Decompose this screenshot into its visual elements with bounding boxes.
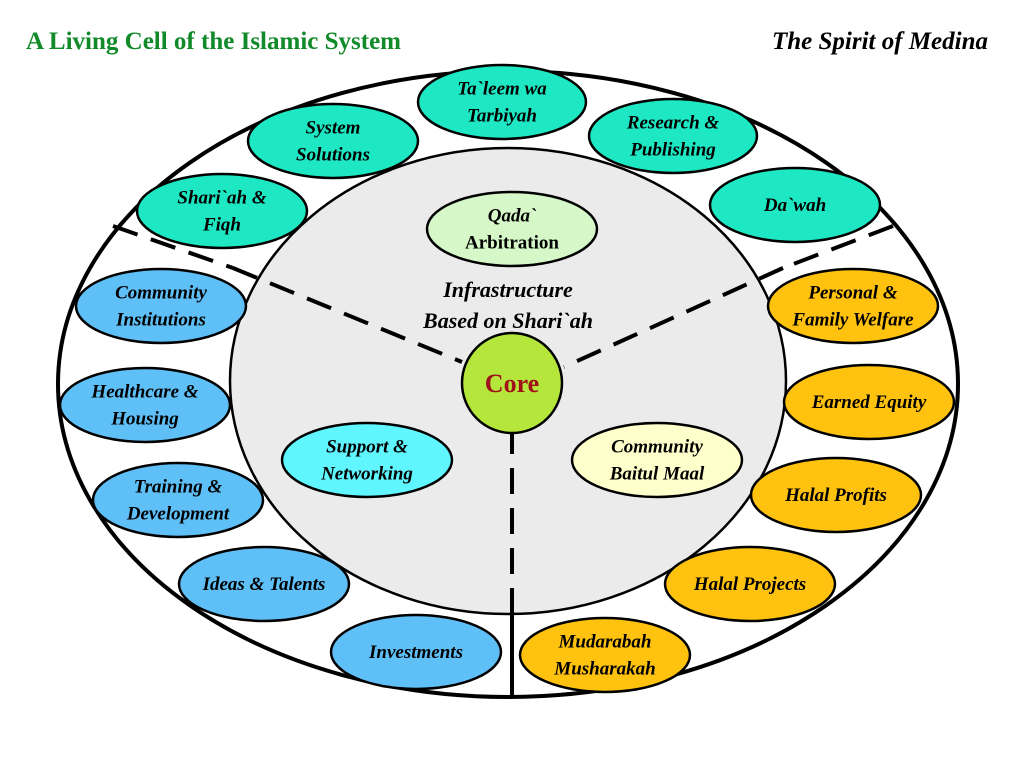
node-training-development: Training & Development [91, 461, 265, 539]
infrastructure-label-line: Infrastructure [442, 277, 573, 302]
infrastructure-label-line: Based on Shari`ah [422, 308, 593, 333]
node-shariah-fiqh-label: Fiqh [202, 215, 241, 236]
node-halal-projects-shape [663, 545, 837, 623]
node-investments-shape [329, 613, 503, 691]
node-taleem-label: Ta`leem wa [457, 79, 547, 100]
node-ideas-talents-label: Ideas & Talents [202, 574, 326, 595]
node-support-networking-shape [280, 421, 454, 499]
node-support-networking-label: Support & [326, 437, 408, 458]
node-community-institutions-label: Community [115, 283, 207, 304]
node-personal-family-welfare-label: Personal & [807, 283, 897, 304]
node-qada-arbitration-label: Arbitration [465, 233, 559, 254]
node-mudarabah-musharakah-label: Mudarabah [558, 632, 652, 653]
core-node-shape [460, 331, 564, 435]
page-subtitle: The Spirit of Medina [772, 28, 988, 55]
node-system-solutions-shape [246, 102, 420, 180]
node-qada-arbitration: Qada` Arbitration [425, 190, 599, 268]
node-investments-label: Investments [368, 642, 463, 663]
node-healthcare-housing-label: Housing [110, 409, 179, 430]
node-earned-equity-shape [782, 363, 956, 441]
node-qada-arbitration-label: Qada` [488, 206, 537, 227]
node-healthcare-housing: Healthcare & Housing [58, 366, 232, 444]
node-dawah-shape [708, 166, 882, 244]
node-personal-family-welfare: Personal & Family Welfare [766, 267, 940, 345]
divider-line-right-inner [563, 266, 784, 369]
node-qada-arbitration-shape [425, 190, 599, 268]
node-halal-profits-label: Halal Profits [784, 485, 887, 506]
node-taleem-shape [416, 63, 588, 141]
node-community-baitul-maal-label: Baitul Maal [609, 464, 705, 485]
node-dawah: Da`wah [708, 166, 882, 244]
node-training-development-label: Training & [134, 477, 223, 498]
node-taleem-label: Tarbiyah [467, 106, 537, 127]
node-mudarabah-musharakah-shape [518, 616, 692, 694]
node-healthcare-housing-label: Healthcare & [90, 382, 198, 403]
node-halal-profits: Halal Profits [749, 456, 923, 534]
node-community-baitul-maal-shape [570, 421, 744, 499]
node-ideas-talents: Ideas & Talents [177, 545, 351, 623]
node-research-publishing-label: Publishing [629, 140, 716, 161]
divider-line-right-outer [782, 224, 894, 270]
node-earned-equity: Earned Equity [782, 363, 956, 441]
node-research-publishing-label: Research & [626, 113, 720, 134]
node-mudarabah-musharakah-label: Musharakah [553, 659, 655, 680]
node-shariah-fiqh-label: Shari`ah & [177, 188, 266, 209]
node-community-institutions-label: Institutions [115, 310, 206, 331]
node-training-development-label: Development [126, 504, 230, 525]
node-dawah-label: Da`wah [763, 195, 826, 216]
node-support-networking: Support & Networking [280, 421, 454, 499]
divider-line-left-outer [112, 224, 234, 270]
outer-nodes: Ta`leem waTarbiyahSystemSolutionsResearc… [58, 63, 956, 694]
node-personal-family-welfare-shape [766, 267, 940, 345]
core-node: Core [460, 331, 564, 435]
node-investments: Investments [329, 613, 503, 691]
node-halal-projects: Halal Projects [663, 545, 837, 623]
core-node-label: Core [485, 369, 539, 398]
node-community-institutions-shape [74, 267, 248, 345]
page-title: A Living Cell of the Islamic System [26, 28, 401, 55]
node-support-networking-label: Networking [320, 464, 413, 485]
node-halal-projects-label: Halal Projects [693, 574, 806, 595]
node-shariah-fiqh-shape [135, 172, 309, 250]
node-system-solutions-label: Solutions [296, 145, 370, 166]
node-taleem: Ta`leem wa Tarbiyah [416, 63, 588, 141]
divider-line-left-inner [232, 266, 463, 364]
node-earned-equity-label: Earned Equity [811, 392, 927, 413]
node-personal-family-welfare-label: Family Welfare [791, 310, 914, 331]
node-research-publishing-shape [587, 97, 759, 175]
node-shariah-fiqh: Shari`ah & Fiqh [135, 172, 309, 250]
node-halal-profits-shape [749, 456, 923, 534]
node-training-development-shape [91, 461, 265, 539]
node-healthcare-housing-shape [58, 366, 232, 444]
node-community-baitul-maal-label: Community [611, 437, 703, 458]
node-ideas-talents-shape [177, 545, 351, 623]
node-research-publishing: Research & Publishing [587, 97, 759, 175]
node-system-solutions-label: System [306, 118, 361, 139]
